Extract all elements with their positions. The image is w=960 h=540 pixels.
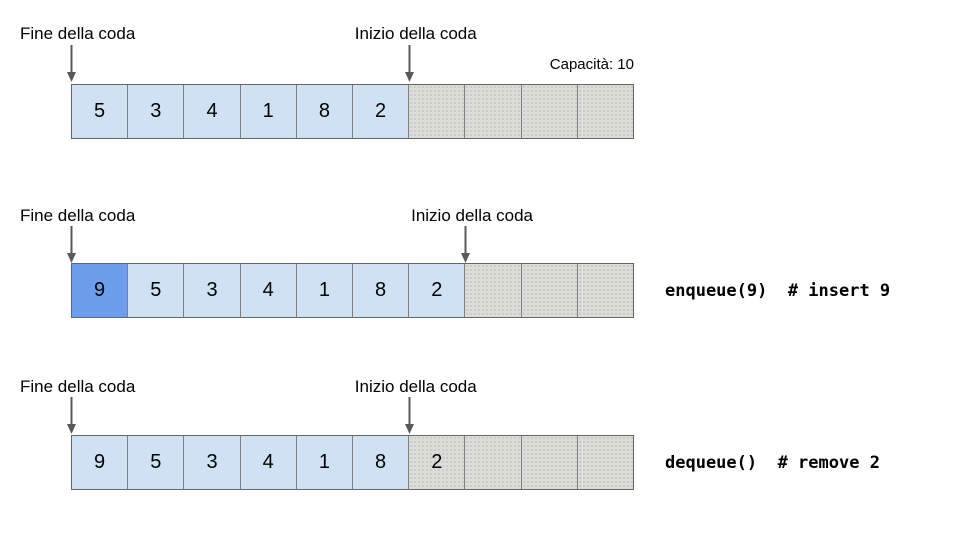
queue-cell: 4 [184, 85, 241, 138]
down-arrow-icon [460, 226, 471, 264]
queue-cell: 5 [128, 264, 185, 317]
down-arrow-icon [66, 397, 77, 435]
queue-cell: 1 [296, 264, 354, 317]
operation-annotation: enqueue(9) # insert 9 [665, 281, 891, 301]
down-arrow-icon [404, 397, 415, 435]
queue-cell: 2 [409, 264, 466, 317]
queue-cell: 8 [353, 264, 410, 317]
queue-cell [577, 436, 634, 489]
queue-cell: 2 [409, 436, 466, 489]
start-of-queue-label: Inizio della coda [354, 377, 477, 396]
queue-cell: 4 [240, 436, 297, 489]
queue-cell: 5 [72, 85, 129, 138]
end-of-queue-label: Fine della coda [20, 24, 136, 43]
queue-cell [465, 264, 522, 317]
queue-cell [577, 85, 634, 138]
operation-annotation: dequeue() # remove 2 [665, 453, 880, 473]
queue-cell [577, 264, 634, 317]
queue-cell: 9 [72, 264, 129, 317]
queue-cell: 1 [296, 436, 354, 489]
end-of-queue-label: Fine della coda [20, 206, 136, 225]
queue-cell [409, 85, 466, 138]
queue-cell [521, 264, 578, 317]
end-of-queue-label: Fine della coda [20, 377, 136, 396]
queue-cell [465, 85, 522, 138]
queue-cell: 8 [353, 436, 410, 489]
start-of-queue-label: Inizio della coda [411, 206, 534, 225]
queue-cell: 3 [184, 436, 241, 489]
queue-cell: 3 [184, 264, 241, 317]
queue-cell: 4 [240, 264, 297, 317]
queue-cell: 2 [353, 85, 410, 138]
queue-cell [521, 85, 578, 138]
queue-cell: 5 [128, 436, 185, 489]
queue-cell: 9 [72, 436, 129, 489]
down-arrow-icon [66, 226, 77, 264]
queue-cell [465, 436, 522, 489]
down-arrow-icon [66, 45, 77, 83]
queue-cell: 3 [128, 85, 185, 138]
queue-cell: 1 [240, 85, 297, 138]
start-of-queue-label: Inizio della coda [354, 24, 477, 43]
capacity-label: Capacità: 10 [549, 56, 634, 73]
queue-cell [521, 436, 578, 489]
queue-cell: 8 [296, 85, 354, 138]
down-arrow-icon [404, 45, 415, 83]
